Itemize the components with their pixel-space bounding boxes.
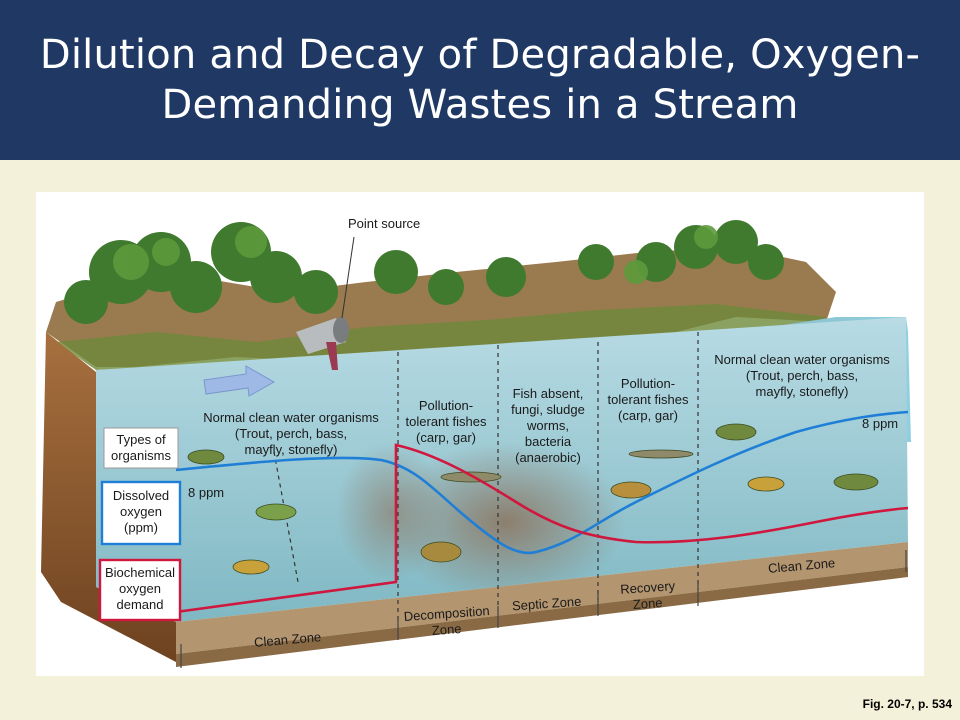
svg-text:Pollution-: Pollution- bbox=[621, 376, 675, 391]
title-line-2: Demanding Wastes in a Stream bbox=[161, 82, 799, 128]
svg-text:mayfly, stonefly): mayfly, stonefly) bbox=[245, 442, 338, 457]
organisms-decomposition: Pollution- tolerant fishes (carp, gar) bbox=[406, 398, 487, 445]
svg-text:bacteria: bacteria bbox=[525, 434, 572, 449]
svg-text:(carp, gar): (carp, gar) bbox=[416, 430, 476, 445]
organisms-clean-right: Normal clean water organisms (Trout, per… bbox=[714, 352, 890, 399]
svg-text:fungi, sludge: fungi, sludge bbox=[511, 402, 585, 417]
svg-text:(Trout, perch, bass,: (Trout, perch, bass, bbox=[235, 426, 347, 441]
types-of-organisms-box: Types of organisms bbox=[103, 427, 179, 469]
grass-band bbox=[56, 304, 826, 370]
zone-clean-right: Clean Zone bbox=[767, 555, 835, 576]
bod-label-2: oxygen bbox=[119, 581, 161, 596]
svg-text:Normal clean water organisms: Normal clean water organisms bbox=[714, 352, 890, 367]
zone-recovery-2: Zone bbox=[632, 595, 663, 612]
types-label-1: Types of bbox=[116, 432, 166, 447]
tree-cluster bbox=[64, 220, 784, 324]
zone-septic: Septic Zone bbox=[512, 594, 582, 614]
point-source-label: Point source bbox=[348, 216, 420, 231]
svg-text:(Trout, perch, bass,: (Trout, perch, bass, bbox=[746, 368, 858, 383]
title-line-1: Dilution and Decay of Degradable, Oxygen… bbox=[39, 32, 921, 78]
point-source-pipe bbox=[296, 317, 349, 370]
flow-arrow bbox=[203, 365, 276, 397]
figure-caption: Fig. 20-7, p. 534 bbox=[862, 697, 952, 711]
organisms-recovery: Pollution- tolerant fishes (carp, gar) bbox=[608, 376, 689, 423]
stream-bed bbox=[176, 542, 908, 654]
svg-text:Fish absent,: Fish absent, bbox=[513, 386, 584, 401]
stream-diagram-svg: Point source bbox=[41, 216, 911, 668]
zone-clean-left: Clean Zone bbox=[253, 629, 321, 650]
zone-decomposition-1: Decomposition bbox=[403, 603, 490, 624]
do-label-1: Dissolved bbox=[113, 488, 169, 503]
bod-label-3: demand bbox=[117, 597, 164, 612]
svg-text:(carp, gar): (carp, gar) bbox=[618, 408, 678, 423]
point-source-leader bbox=[341, 236, 355, 319]
svg-text:Pollution-: Pollution- bbox=[419, 398, 473, 413]
bod-label-1: Biochemical bbox=[105, 565, 175, 580]
types-label-2: organisms bbox=[111, 448, 171, 463]
soil-left-side bbox=[41, 332, 176, 662]
svg-text:mayfly, stonefly): mayfly, stonefly) bbox=[756, 384, 849, 399]
fish-icons bbox=[187, 423, 879, 575]
stream-diagram: Point source bbox=[36, 192, 924, 676]
ppm-left-label: 8 ppm bbox=[188, 485, 224, 500]
svg-text:worms,: worms, bbox=[526, 418, 569, 433]
dissolved-oxygen-box: Dissolved oxygen (ppm) bbox=[100, 480, 182, 546]
title-bar: Dilution and Decay of Degradable, Oxygen… bbox=[0, 0, 960, 160]
dissolved-oxygen-line bbox=[175, 410, 909, 555]
do-label-3: (ppm) bbox=[124, 520, 158, 535]
svg-text:Normal clean water organisms: Normal clean water organisms bbox=[203, 410, 379, 425]
svg-text:tolerant fishes: tolerant fishes bbox=[608, 392, 689, 407]
do-label-2: oxygen bbox=[120, 504, 162, 519]
bod-line bbox=[175, 443, 909, 614]
ppm-right-label: 8 ppm bbox=[862, 416, 898, 431]
zone-decomposition-2: Zone bbox=[431, 621, 462, 638]
organisms-septic: Fish absent, fungi, sludge worms, bacter… bbox=[511, 386, 585, 465]
organisms-clean-left: Normal clean water organisms (Trout, per… bbox=[203, 410, 379, 457]
svg-text:tolerant fishes: tolerant fishes bbox=[406, 414, 487, 429]
zone-recovery-1: Recovery bbox=[620, 578, 676, 597]
svg-text:(anaerobic): (anaerobic) bbox=[515, 450, 581, 465]
bod-box: Biochemical oxygen demand bbox=[98, 558, 182, 622]
